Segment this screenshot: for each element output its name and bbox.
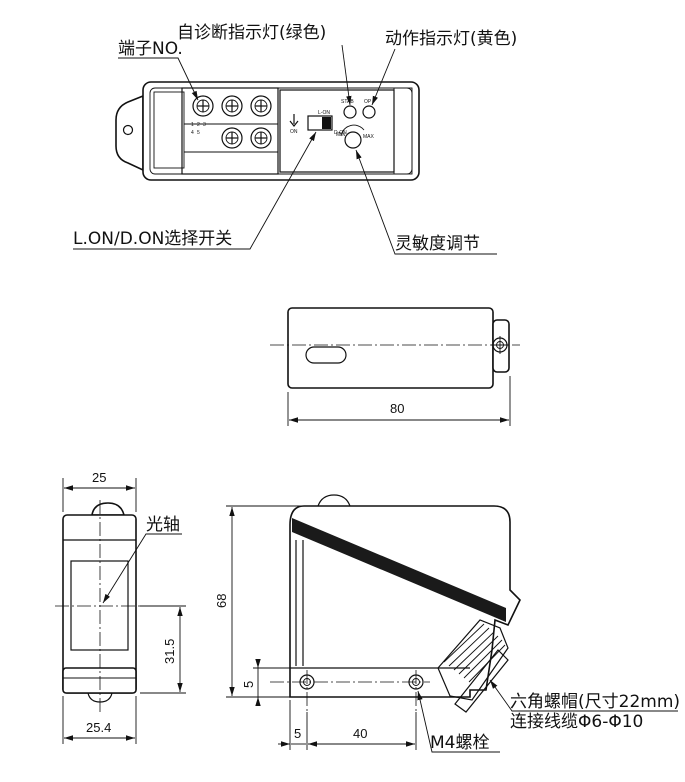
profile-top-tab — [317, 494, 351, 507]
operation-indicator-led — [362, 105, 376, 119]
terminal-no-label: 端子NO. — [118, 39, 183, 59]
terminal-screw-3 — [250, 95, 272, 117]
mounting-hole — [122, 124, 134, 136]
front-top-tab — [91, 502, 126, 516]
side-housing — [287, 307, 494, 389]
optical-axis-label: 光轴 — [146, 515, 180, 535]
cable-label: 连接线缆Φ6-Φ10 — [510, 712, 643, 732]
terminal-number-5: 5 — [197, 130, 200, 136]
terminal-number-2: 2 — [197, 122, 200, 128]
hole-spacing-dim-40: 40 — [353, 726, 367, 741]
length-dim-80: 80 — [390, 401, 404, 416]
sensitivity-label: 灵敏度调节 — [395, 234, 480, 254]
axis-height-dim-31-5: 31.5 — [162, 639, 177, 664]
terminal-number-3: 3 — [203, 122, 206, 128]
terminal-block — [181, 87, 279, 175]
foot-height-dim-5: 5 — [241, 681, 256, 688]
front-housing — [62, 514, 137, 694]
sensitivity-rotate-arrow-icon — [340, 124, 365, 137]
top-view: 1 2 3 4 5 L-ON D-ON ON STAB OP MIN MAX 端… — [73, 23, 517, 255]
hex-nut-label: 六角螺帽(尺寸22mm) — [510, 692, 680, 712]
mount-view: 68 5 5 40 M4螺栓 六角螺帽(尺寸22mm) 连接线缆Φ6-Φ10 — [214, 494, 680, 753]
width-bottom-dim-25-4: 25.4 — [86, 720, 111, 735]
terminal-number-4: 4 — [191, 130, 194, 136]
min-text: MIN — [336, 132, 346, 138]
terminal-number-1: 1 — [191, 122, 194, 128]
terminal-screw-5 — [250, 127, 272, 149]
switch-knob — [322, 117, 331, 129]
front-lens-window — [70, 560, 129, 651]
max-text: MAX — [363, 134, 375, 140]
side-window — [305, 346, 347, 364]
m4-bolt-label: M4螺栓 — [430, 733, 489, 753]
switch-don-text: D-ON — [334, 130, 347, 136]
lon-don-switch — [307, 115, 333, 131]
switch-lon-text: L-ON — [318, 110, 330, 116]
action-led-label: 动作指示灯(黄色) — [385, 29, 517, 49]
panel-cover-edge — [393, 87, 413, 175]
switch-label: L.ON/D.ON选择开关 — [73, 229, 232, 249]
hex-nut-and-cable — [437, 619, 509, 713]
mounting-tab — [115, 94, 144, 172]
side-view: 80 — [270, 307, 520, 426]
terminal-clamp — [153, 91, 185, 169]
terminal-screw-2 — [221, 95, 243, 117]
terminal-screw-4 — [221, 127, 243, 149]
stab-indicator-led — [343, 105, 357, 119]
stab-text: STAB — [341, 99, 354, 105]
self-diagnosis-led-label: 自诊断指示灯(绿色) — [177, 23, 326, 43]
profile-lens-band — [292, 518, 506, 622]
op-text: OP — [364, 99, 372, 105]
edge-dim-5: 5 — [294, 726, 301, 741]
height-dim-68: 68 — [214, 594, 229, 608]
width-top-dim-25: 25 — [92, 470, 106, 485]
on-direction-arrow-icon — [289, 114, 299, 127]
front-base — [62, 667, 137, 694]
terminal-screw-1 — [192, 95, 214, 117]
sensitivity-knob — [344, 131, 362, 149]
on-text: ON — [290, 129, 298, 135]
front-view: 25 25.4 31.5 光轴 — [55, 470, 186, 744]
